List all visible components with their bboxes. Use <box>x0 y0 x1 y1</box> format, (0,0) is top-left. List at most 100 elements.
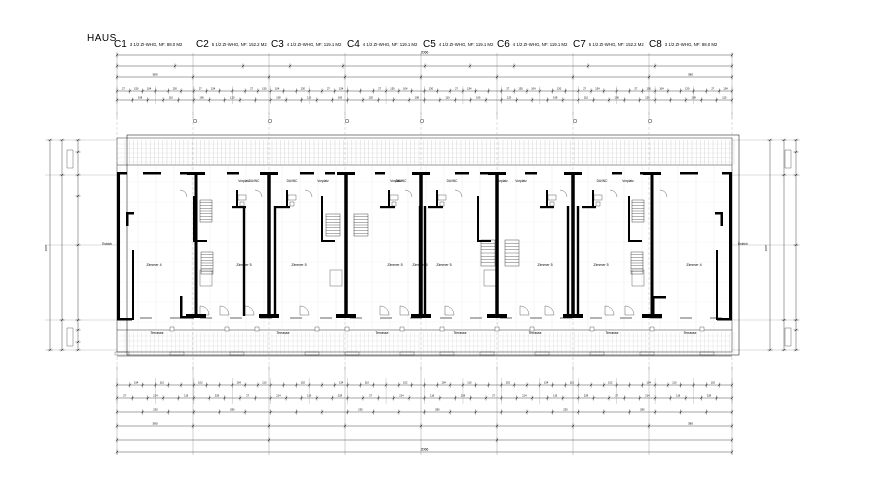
room-label-du-wc: DU/WC <box>396 179 407 183</box>
grid-marker <box>345 118 350 123</box>
party-wall-foot <box>563 314 583 318</box>
dimension-value: 154 <box>339 87 344 91</box>
dimension-value: 130 <box>301 87 306 91</box>
door-swing <box>404 189 413 198</box>
section-marker <box>114 351 130 356</box>
dimension-value: 110 <box>169 96 174 100</box>
dimension-slash <box>410 89 414 93</box>
unit-description: 4 1/2 ZI-WHG, NF: 119.1 M2 <box>512 42 568 47</box>
unit-code: C2 <box>196 39 209 50</box>
unit-description: 5 1/2 ZI-WHG, NF: 152.2 M2 <box>211 42 267 47</box>
dimension-slash <box>256 89 260 93</box>
dimension-value: 154 <box>442 381 447 385</box>
dimension-value: 230 <box>563 408 568 412</box>
dimension-value: 150 <box>134 87 139 91</box>
party-wall-cap <box>187 172 205 175</box>
door-swing <box>519 305 530 316</box>
dimension-slash <box>256 383 260 387</box>
dimension-slash <box>607 98 611 102</box>
wall-stub <box>143 172 161 175</box>
dimension-slash <box>76 194 80 198</box>
door-swing <box>199 305 210 316</box>
exterior-wall <box>117 172 127 175</box>
bath-partition <box>546 190 548 208</box>
party-wall-cap <box>488 172 506 175</box>
wall-stub <box>680 172 698 175</box>
axis-marker <box>529 326 535 332</box>
room-label-terrasse: Terrasse <box>375 331 388 335</box>
dimension-value: 110 <box>570 381 575 385</box>
dimension-slash <box>173 64 177 68</box>
dimension-slash <box>699 98 703 102</box>
interior-details <box>114 189 722 356</box>
axis-marker <box>399 326 405 332</box>
dimension-slash <box>484 396 488 400</box>
dimension-slash <box>407 396 411 400</box>
wall <box>126 212 134 215</box>
dimension-value: 230 <box>358 408 363 412</box>
dimension-slash <box>166 89 170 93</box>
wall-stub <box>375 172 385 175</box>
room-label-vorplatz: Vorplatz <box>515 179 527 183</box>
dimension-slash <box>607 396 611 400</box>
door-swing <box>254 189 263 198</box>
dimension-slash <box>474 89 478 93</box>
dimension-slash <box>76 328 80 332</box>
door-swing <box>379 305 390 316</box>
dimension-slash <box>320 89 324 93</box>
party-wall-foot <box>336 314 356 318</box>
grid-marker <box>420 118 425 123</box>
dimension-slash <box>315 396 319 400</box>
unit-description: 4 1/2 ZI-WHG, NF: 119.1 M2 <box>438 42 494 47</box>
dimension-slash <box>128 89 132 93</box>
dimension-slash <box>551 89 555 93</box>
party-wall-foot <box>186 314 206 318</box>
bath-wall <box>582 206 596 209</box>
dimension-value: 106 <box>476 96 481 100</box>
party-wall <box>267 172 271 318</box>
bath-partition <box>592 190 594 208</box>
stair-wall <box>321 196 323 242</box>
dimension-slash <box>397 410 401 414</box>
unit-code: C7 <box>573 39 586 50</box>
dimension-slash <box>515 98 519 102</box>
room-label-du-wc: DU/WC <box>447 179 458 183</box>
dimension-slash <box>376 396 380 400</box>
dimension-slash <box>294 383 298 387</box>
door-swing <box>179 189 188 198</box>
dimension-value: 104 <box>147 87 152 91</box>
dimension-slash <box>704 383 708 387</box>
door-swing <box>299 305 310 316</box>
dimension-slash <box>622 98 626 102</box>
bath-partition <box>388 190 390 208</box>
dimension-slash <box>448 383 452 387</box>
stair-wall <box>628 196 630 242</box>
room-label-terrasse: Terrasse <box>150 331 163 335</box>
dimension-slash <box>130 98 134 102</box>
door-swing <box>219 305 230 316</box>
dimension-value: 102 <box>301 381 306 385</box>
room-label-estrich-left: Estrich <box>102 242 112 246</box>
axis-marker <box>649 326 655 332</box>
dimension-slash <box>423 64 427 68</box>
dimension-slash <box>243 89 247 93</box>
room-label-vorplatz: Vorplatz <box>317 179 329 183</box>
dimension-value: 106 <box>615 96 620 100</box>
wc-fixture <box>239 201 245 207</box>
dimension-slash <box>76 150 80 154</box>
dimension-slash <box>592 98 596 102</box>
kitchen-counter <box>199 269 213 287</box>
room-label-estrich-right: Estrich <box>738 242 748 246</box>
wc-fixture <box>391 201 397 207</box>
wc-fixture <box>549 201 555 207</box>
dimension-slash <box>551 410 555 414</box>
dimension-value: 228 <box>707 394 712 398</box>
dimension-slash <box>205 89 209 93</box>
